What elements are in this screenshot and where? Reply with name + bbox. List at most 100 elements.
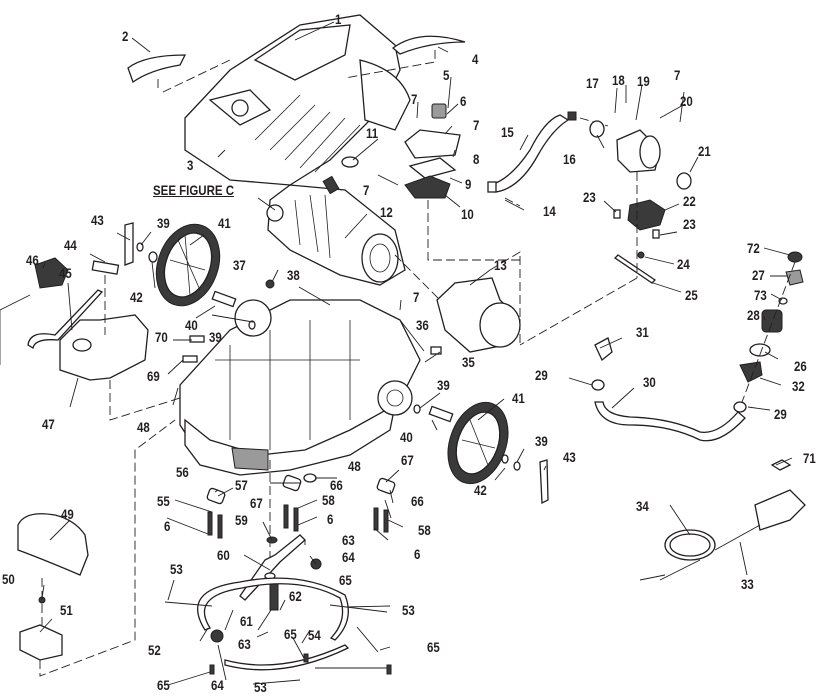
callout-32: 32 xyxy=(792,378,805,394)
frame-base-part xyxy=(179,299,421,476)
skirt-ring-part xyxy=(164,577,392,675)
callout-37: 37 xyxy=(233,257,246,273)
callout-29: 29 xyxy=(774,406,787,422)
callout-43: 43 xyxy=(563,449,576,465)
callout-16: 16 xyxy=(563,151,576,167)
callout-58: 58 xyxy=(322,492,335,508)
callout-30: 30 xyxy=(643,374,656,390)
filter-cover-part xyxy=(436,277,521,353)
callout-67: 67 xyxy=(401,452,414,468)
callout-57: 57 xyxy=(235,477,248,493)
callout-43: 43 xyxy=(91,212,104,228)
switch-assembly-part xyxy=(404,103,520,261)
callout-50: 50 xyxy=(2,571,15,587)
callout-38: 38 xyxy=(287,267,300,283)
inlet-fittings-part xyxy=(733,251,804,413)
callout-40: 40 xyxy=(185,317,198,333)
callout-22: 22 xyxy=(683,193,696,209)
callout-52: 52 xyxy=(148,642,161,658)
callout-6: 6 xyxy=(164,518,171,534)
axles-and-washers-part xyxy=(124,222,549,505)
wheel-right-part xyxy=(447,401,509,485)
callout-25: 25 xyxy=(685,287,698,303)
callout-28: 28 xyxy=(747,307,760,323)
callout-9: 9 xyxy=(465,176,472,192)
callout-17: 17 xyxy=(586,75,599,91)
top-shroud-part xyxy=(184,14,411,186)
callout-72: 72 xyxy=(747,240,760,256)
decal-left-part xyxy=(127,54,187,84)
callout-73: 73 xyxy=(754,287,767,303)
callout-70: 70 xyxy=(155,329,168,345)
callout-35: 35 xyxy=(462,354,475,370)
callout-26: 26 xyxy=(794,358,807,374)
callout-39: 39 xyxy=(535,433,548,449)
callout-7: 7 xyxy=(413,289,420,305)
callout-39: 39 xyxy=(209,329,222,345)
callout-27: 27 xyxy=(752,267,765,283)
fuel-tank-part xyxy=(0,257,181,421)
callout-7: 7 xyxy=(363,182,370,198)
callout-39: 39 xyxy=(157,215,170,231)
callout-41: 41 xyxy=(218,215,231,231)
callout-42: 42 xyxy=(130,289,143,305)
decal-right-part xyxy=(391,35,466,55)
wheel-left-part xyxy=(155,223,221,307)
callout-42: 42 xyxy=(474,482,487,498)
callout-3: 3 xyxy=(187,157,194,173)
callout-5: 5 xyxy=(443,67,450,83)
callout-41: 41 xyxy=(512,390,525,406)
label-70-part xyxy=(189,335,205,343)
callout-23: 23 xyxy=(683,216,696,232)
callout-39: 39 xyxy=(437,377,450,393)
callout-61: 61 xyxy=(240,613,253,629)
callout-6: 6 xyxy=(414,546,421,562)
callout-7: 7 xyxy=(674,67,681,83)
callout-59: 59 xyxy=(235,512,248,528)
callout-13: 13 xyxy=(494,257,507,273)
power-cord-part xyxy=(639,459,806,581)
callout-51: 51 xyxy=(60,602,73,618)
callout-36: 36 xyxy=(416,317,429,333)
callout-66: 66 xyxy=(330,477,343,493)
callout-53: 53 xyxy=(170,561,183,577)
callout-18: 18 xyxy=(612,72,625,88)
see-figure-c-reference: SEE FIGURE C xyxy=(153,182,235,198)
callout-45: 45 xyxy=(59,265,72,281)
callout-4: 4 xyxy=(472,51,479,67)
callout-47: 47 xyxy=(42,416,55,432)
label-35-part xyxy=(430,346,442,355)
callout-20: 20 xyxy=(680,93,693,109)
callout-24: 24 xyxy=(677,256,690,272)
callout-46: 46 xyxy=(26,252,39,268)
callout-65: 65 xyxy=(284,626,297,642)
callout-48: 48 xyxy=(137,419,150,435)
callout-65: 65 xyxy=(339,572,352,588)
callout-33: 33 xyxy=(741,576,754,592)
inlet-hose-part xyxy=(591,337,746,442)
callout-8: 8 xyxy=(473,151,480,167)
callout-21: 21 xyxy=(698,143,711,159)
callout-31: 31 xyxy=(636,324,649,340)
callout-69: 69 xyxy=(147,368,160,384)
callout-2: 2 xyxy=(122,28,129,44)
callout-65: 65 xyxy=(427,639,440,655)
skid-and-cover-part xyxy=(17,419,176,677)
callout-53: 53 xyxy=(254,679,267,695)
callout-29: 29 xyxy=(535,367,548,383)
callout-44: 44 xyxy=(64,237,77,253)
callout-12: 12 xyxy=(380,204,393,220)
valve-assembly-part xyxy=(519,120,692,346)
callout-66: 66 xyxy=(411,493,424,509)
callout-55: 55 xyxy=(157,493,170,509)
callout-6: 6 xyxy=(327,511,334,527)
callout-1: 1 xyxy=(335,11,342,27)
callout-6: 6 xyxy=(460,93,467,109)
callout-71: 71 xyxy=(803,450,816,466)
label-69-part xyxy=(182,355,198,363)
callout-19: 19 xyxy=(637,73,650,89)
callout-48: 48 xyxy=(348,458,361,474)
